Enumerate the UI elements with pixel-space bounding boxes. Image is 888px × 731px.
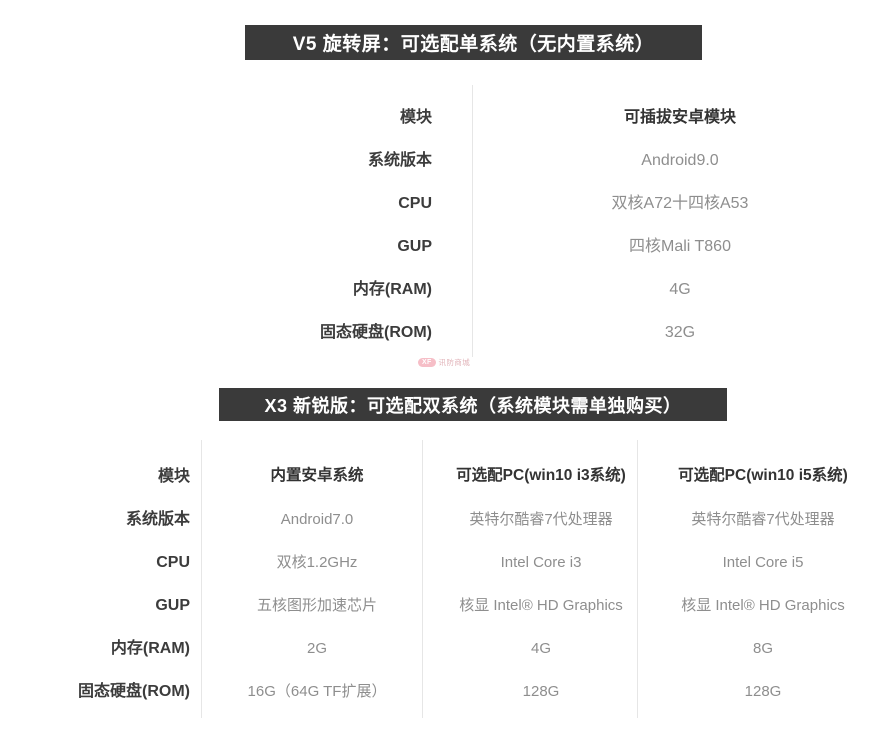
column-gap [432, 268, 472, 311]
spec-value: 128G [744, 682, 782, 700]
column-gap [190, 584, 212, 627]
spec-value: Intel Core i3 [500, 553, 582, 571]
column-gap [190, 455, 212, 498]
spec-value: 英特尔酷睿7代处理器 [469, 510, 613, 528]
table-x3-column-divider-3 [637, 440, 638, 718]
section-banner-v5: V5 旋转屏：可选配单系统（无内置系统） [245, 25, 702, 60]
column-gap [422, 541, 444, 584]
spec-row-label: CPU [156, 553, 190, 571]
spec-row-label: GUP [397, 237, 432, 255]
column-gap [866, 670, 888, 713]
spec-table-x3: 模块 内置安卓系统 可选配PC(win10 i3系统) 可选配PC(win10 … [0, 455, 888, 713]
column-gap [190, 498, 212, 541]
spec-value: 四核Mali T860 [629, 237, 731, 255]
spec-column-header: 可选配PC(win10 i5系统) [678, 467, 848, 485]
spec-value: 英特尔酷睿7代处理器 [691, 510, 835, 528]
column-gap [190, 627, 212, 670]
column-gap [866, 627, 888, 670]
spec-value: 128G [522, 682, 560, 700]
spec-value: 32G [664, 323, 696, 341]
spec-value: 16G（64G TF扩展） [247, 682, 387, 700]
spec-row-label: 内存(RAM) [110, 639, 190, 657]
spec-column-header: 可插拔安卓模块 [623, 108, 736, 126]
column-gap [638, 627, 660, 670]
spec-row-label: 固态硬盘(ROM) [320, 323, 432, 341]
column-gap [422, 455, 444, 498]
watermark: XF 讯防商城 [418, 357, 470, 368]
spec-column-header: 内置安卓系统 [270, 467, 364, 485]
spec-value: 双核A72十四核A53 [611, 194, 749, 212]
table-v5-column-divider-1 [472, 85, 473, 357]
column-gap [638, 670, 660, 713]
column-gap [638, 584, 660, 627]
spec-value: 五核图形加速芯片 [256, 596, 377, 614]
column-gap [432, 182, 472, 225]
column-gap [638, 541, 660, 584]
column-gap [190, 541, 212, 584]
spec-value: Android7.0 [280, 510, 354, 528]
table-x3-column-divider-2 [422, 440, 423, 718]
spec-column-header: 可选配PC(win10 i3系统) [456, 467, 626, 485]
column-gap [422, 627, 444, 670]
section-banner-x3: X3 新锐版：可选配双系统（系统模块需单独购买） [219, 388, 727, 421]
column-gap [638, 498, 660, 541]
column-gap [432, 139, 472, 182]
watermark-badge-icon: XF [418, 358, 436, 367]
column-gap [432, 225, 472, 268]
spec-value: 双核1.2GHz [276, 553, 358, 571]
column-gap [866, 541, 888, 584]
spec-row-label: CPU [398, 194, 432, 212]
spec-row-label: 系统版本 [367, 151, 432, 169]
spec-value: 2G [306, 639, 327, 657]
spec-row-label: 模块 [157, 467, 190, 485]
column-gap [432, 311, 472, 354]
spec-value: 核显 Intel® HD Graphics [459, 596, 623, 614]
column-gap [638, 455, 660, 498]
spec-value: 4G [530, 639, 551, 657]
column-gap [432, 96, 472, 139]
watermark-text: 讯防商城 [438, 358, 471, 367]
spec-row-label: 固态硬盘(ROM) [78, 682, 190, 700]
spec-value: Intel Core i5 [722, 553, 804, 571]
spec-value: 4G [669, 280, 691, 298]
column-gap [866, 584, 888, 627]
spec-table-v5: 模块 可插拔安卓模块 系统版本 Android9.0 CPU 双核A72十四核A… [0, 96, 888, 354]
column-gap [866, 498, 888, 541]
spec-row-label: GUP [155, 596, 190, 614]
spec-value: 8G [752, 639, 773, 657]
spec-row-label: 模块 [399, 108, 432, 126]
spec-row-label: 系统版本 [125, 510, 190, 528]
spec-value: 核显 Intel® HD Graphics [681, 596, 845, 614]
column-gap [422, 498, 444, 541]
column-gap [422, 670, 444, 713]
spec-value: Android9.0 [641, 151, 719, 169]
table-x3-column-divider-1 [201, 440, 202, 718]
column-gap [190, 670, 212, 713]
column-gap [866, 455, 888, 498]
column-gap [422, 584, 444, 627]
spec-row-label: 内存(RAM) [352, 280, 432, 298]
